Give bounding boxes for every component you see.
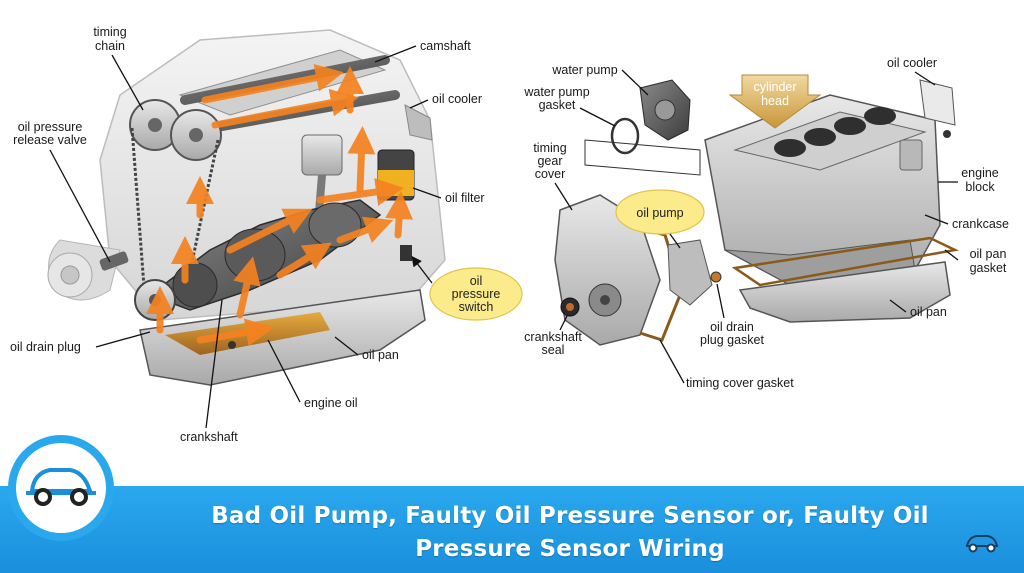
svg-text:oil pan: oil pan	[970, 247, 1007, 261]
svg-text:switch: switch	[459, 300, 494, 314]
svg-text:oil cooler: oil cooler	[887, 56, 937, 70]
label-engine-block: engine block	[938, 166, 999, 194]
label-oil-pan-gasket: oil pan gasket	[944, 247, 1007, 275]
label-oil-drain-plug-gasket: oil drain plug gasket	[700, 283, 764, 347]
svg-text:seal: seal	[542, 343, 565, 357]
label-timing-chain: timing chain	[93, 25, 144, 111]
left-engine-illustration	[47, 29, 446, 386]
svg-text:chain: chain	[95, 39, 125, 53]
svg-text:timing cover gasket: timing cover gasket	[686, 376, 794, 390]
svg-text:crankshaft: crankshaft	[180, 430, 238, 444]
svg-text:oil filter: oil filter	[445, 191, 485, 205]
svg-text:oil pan: oil pan	[362, 348, 399, 362]
label-timing-gear-cover: timing gear cover	[533, 141, 573, 211]
car-logo-icon	[8, 435, 114, 541]
label-timing-cover-gasket: timing cover gasket	[659, 339, 794, 390]
svg-text:oil pump: oil pump	[636, 206, 683, 220]
banner-title-line-2: Pressure Sensor Wiring	[415, 536, 725, 562]
svg-text:crankshaft: crankshaft	[524, 330, 582, 344]
label-oil-filter: oil filter	[412, 187, 485, 205]
label-oil-pressure-switch: oil pressure switch	[411, 255, 523, 321]
svg-text:water pump: water pump	[551, 63, 617, 77]
svg-text:engine: engine	[961, 166, 999, 180]
svg-text:oil drain: oil drain	[710, 320, 754, 334]
svg-text:timing: timing	[93, 25, 126, 39]
svg-text:cover: cover	[535, 167, 566, 181]
svg-text:oil drain plug: oil drain plug	[10, 340, 81, 354]
label-water-pump: water pump	[551, 63, 649, 96]
svg-text:timing: timing	[533, 141, 566, 155]
right-engine-illustration	[554, 79, 960, 346]
svg-text:gasket: gasket	[539, 98, 576, 112]
svg-text:release valve: release valve	[13, 133, 87, 147]
svg-text:oil cooler: oil cooler	[432, 92, 482, 106]
banner-title: Bad Oil Pump, Faulty Oil Pressure Sensor…	[120, 500, 1020, 566]
label-engine-oil: engine oil	[267, 339, 358, 410]
svg-text:oil pressure: oil pressure	[18, 120, 83, 134]
svg-text:gasket: gasket	[970, 261, 1007, 275]
svg-text:plug gasket: plug gasket	[700, 333, 764, 347]
label-oil-pan-right: oil pan	[889, 299, 947, 319]
engine-lubrication-diagram: timing chain camshaft oil cooler oil pre…	[10, 25, 1009, 444]
label-crankshaft: crankshaft	[180, 299, 238, 444]
label-camshaft: camshaft	[374, 39, 471, 63]
label-oil-drain-plug: oil drain plug	[10, 331, 151, 354]
svg-text:cylinder: cylinder	[753, 80, 796, 94]
label-crankcase: crankcase	[924, 214, 1009, 231]
svg-text:block: block	[965, 180, 995, 194]
svg-text:engine oil: engine oil	[304, 396, 358, 410]
svg-text:gear: gear	[537, 154, 562, 168]
svg-text:camshaft: camshaft	[420, 39, 471, 53]
label-oil-cooler-left: oil cooler	[409, 92, 482, 109]
svg-text:water pump: water pump	[523, 85, 589, 99]
title-banner	[0, 486, 1024, 573]
label-oil-pan-left: oil pan	[334, 336, 399, 362]
label-water-pump-gasket: water pump gasket	[523, 85, 616, 127]
banner-title-line-1: Bad Oil Pump, Faulty Oil Pressure Sensor…	[211, 503, 929, 529]
svg-text:head: head	[761, 94, 789, 108]
svg-text:oil pan: oil pan	[910, 305, 947, 319]
car-outline-icon	[965, 535, 999, 553]
svg-text:crankcase: crankcase	[952, 217, 1009, 231]
label-crankshaft-seal: crankshaft seal	[524, 315, 582, 357]
svg-text:oil: oil	[470, 274, 483, 288]
label-oil-pump: oil pump	[615, 189, 705, 249]
label-oil-cooler-right: oil cooler	[887, 56, 937, 86]
cylinder-head-arrow: cylinder head	[728, 74, 822, 129]
svg-text:pressure: pressure	[452, 287, 501, 301]
label-oil-pressure-release-valve: oil pressure release valve	[13, 120, 111, 263]
